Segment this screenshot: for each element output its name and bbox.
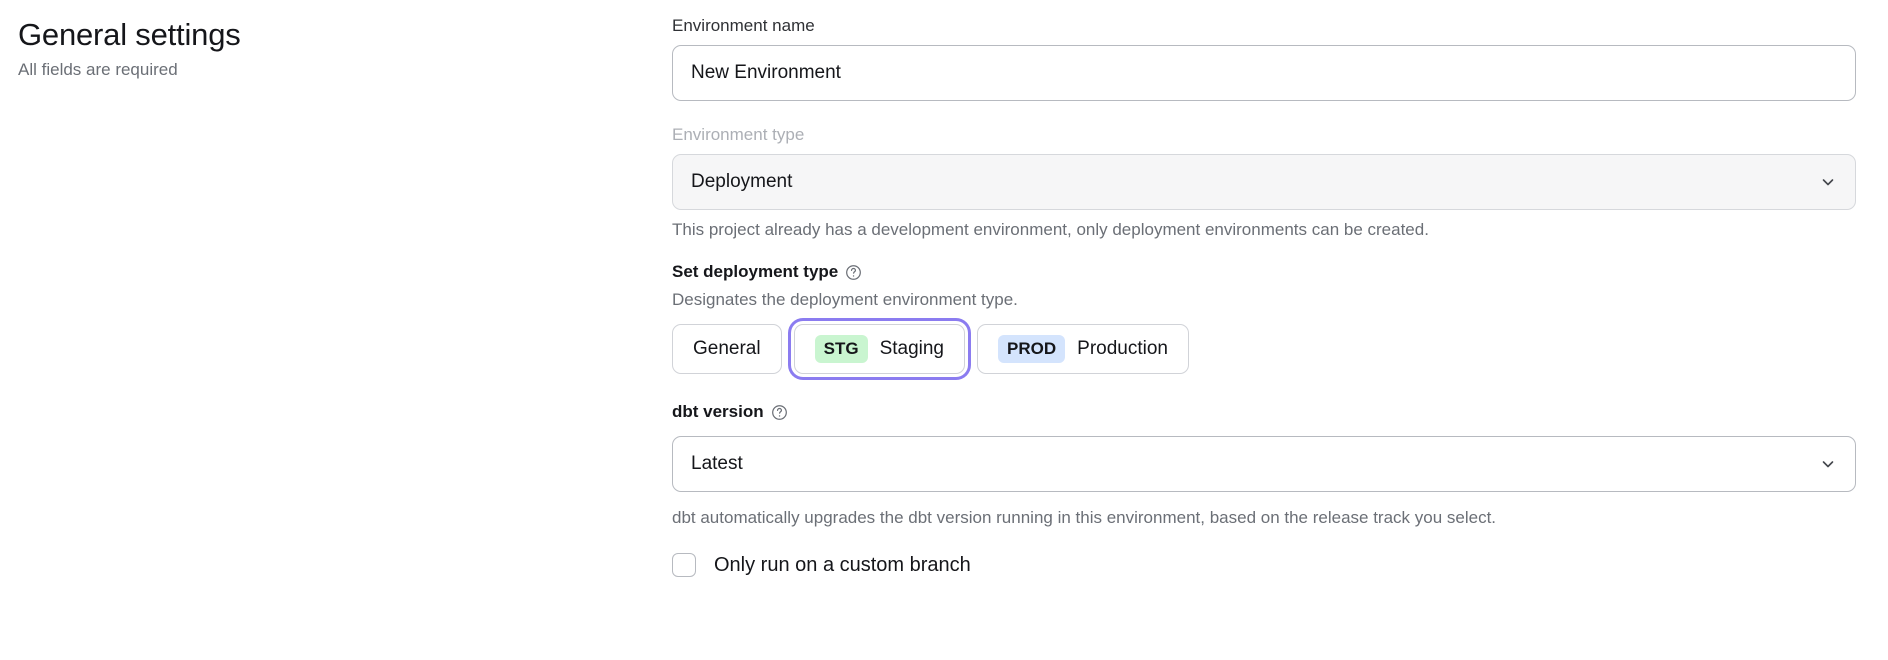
deployment-type-option-general[interactable]: General bbox=[672, 324, 782, 374]
environment-name-field-group: Environment name bbox=[672, 14, 1856, 101]
custom-branch-checkbox[interactable] bbox=[672, 553, 696, 577]
dbt-version-help-text: dbt automatically upgrades the dbt versi… bbox=[672, 508, 1497, 527]
environment-type-label: Environment type bbox=[672, 125, 805, 144]
custom-branch-row: Only run on a custom branch bbox=[672, 552, 1856, 578]
question-circle-icon[interactable] bbox=[845, 264, 862, 281]
environment-type-help-text: This project already has a development e… bbox=[672, 220, 1429, 239]
dbt-version-label-row: dbt version bbox=[672, 400, 1856, 424]
question-circle-icon[interactable] bbox=[771, 404, 788, 421]
section-header: General settings All fields are required bbox=[18, 16, 538, 82]
environment-name-input[interactable] bbox=[672, 45, 1856, 101]
deployment-type-option-production-label: Production bbox=[1077, 338, 1168, 359]
environment-name-label: Environment name bbox=[672, 16, 815, 35]
page-title: General settings bbox=[18, 17, 241, 52]
deployment-type-option-staging[interactable]: STG Staging bbox=[793, 324, 966, 374]
production-badge: PROD bbox=[998, 335, 1066, 363]
deployment-type-label: Set deployment type bbox=[672, 262, 839, 281]
dbt-version-select-value: Latest bbox=[672, 436, 1856, 492]
page-subtitle: All fields are required bbox=[18, 60, 178, 79]
deployment-type-option-general-label: General bbox=[693, 338, 761, 359]
deployment-type-field-group: Set deployment type Designates the deplo… bbox=[672, 260, 1856, 374]
general-settings-form: Environment name Environment type Deploy… bbox=[672, 14, 1856, 578]
deployment-type-label-row: Set deployment type bbox=[672, 260, 1856, 284]
environment-type-select[interactable]: Deployment bbox=[672, 154, 1856, 210]
deployment-type-option-group: General STG Staging PROD Production bbox=[672, 324, 1856, 374]
custom-branch-label[interactable]: Only run on a custom branch bbox=[714, 554, 971, 576]
dbt-version-label: dbt version bbox=[672, 402, 764, 421]
dbt-version-field-group: dbt version Latest bbox=[672, 400, 1856, 530]
environment-type-select-value: Deployment bbox=[672, 154, 1856, 210]
dbt-version-select[interactable]: Latest bbox=[672, 436, 1856, 492]
deployment-type-description: Designates the deployment environment ty… bbox=[672, 290, 1018, 309]
deployment-type-option-staging-label: Staging bbox=[879, 338, 945, 359]
staging-badge: STG bbox=[814, 335, 868, 363]
deployment-type-option-production[interactable]: PROD Production bbox=[977, 324, 1189, 374]
environment-type-field-group: Environment type Deployment This project… bbox=[672, 123, 1856, 242]
